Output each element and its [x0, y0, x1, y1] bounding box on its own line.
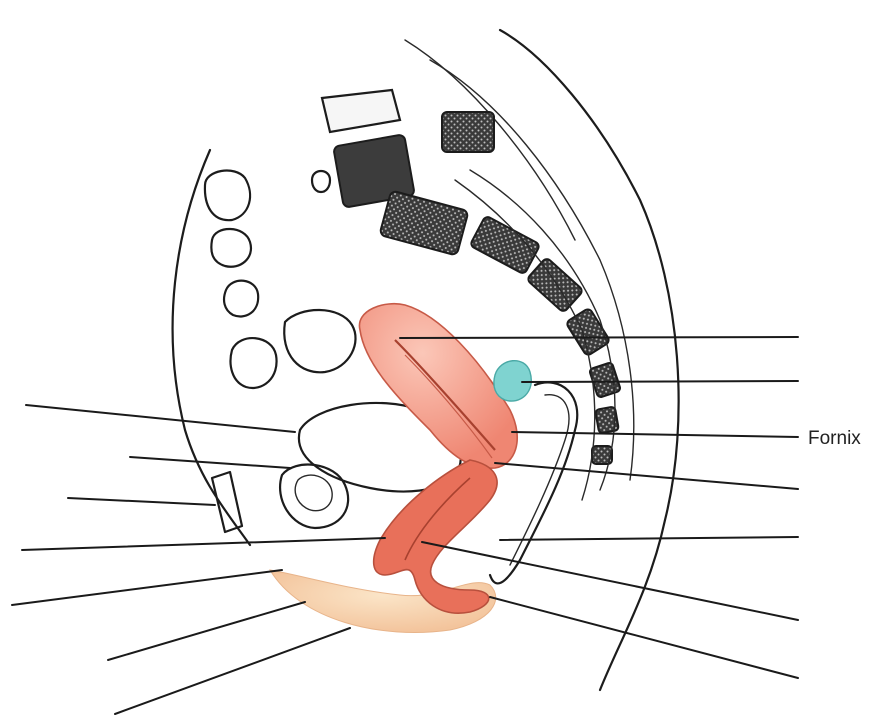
leader-right-4	[495, 463, 798, 489]
leader-right-fornix	[512, 432, 798, 437]
leader-left-7	[115, 628, 350, 714]
ovary	[494, 361, 531, 401]
leader-left-5	[12, 570, 282, 605]
leader-right-1	[400, 337, 798, 338]
leader-left-1	[26, 405, 295, 432]
bracket-marker	[212, 472, 242, 532]
small-intestine-loops	[205, 171, 356, 388]
left-leader-lines	[12, 405, 385, 714]
leader-left-3	[68, 498, 215, 505]
leader-left-6	[108, 602, 305, 660]
leader-right-7	[490, 597, 798, 678]
pubic-bone	[280, 465, 348, 528]
label-fornix: Fornix	[808, 428, 861, 449]
vagina	[374, 460, 497, 613]
leader-left-2	[130, 457, 290, 468]
leader-right-2	[522, 381, 798, 382]
leader-left-4	[22, 538, 385, 550]
leader-right-5	[500, 537, 798, 540]
lumbar-vertebra-1	[322, 90, 415, 208]
